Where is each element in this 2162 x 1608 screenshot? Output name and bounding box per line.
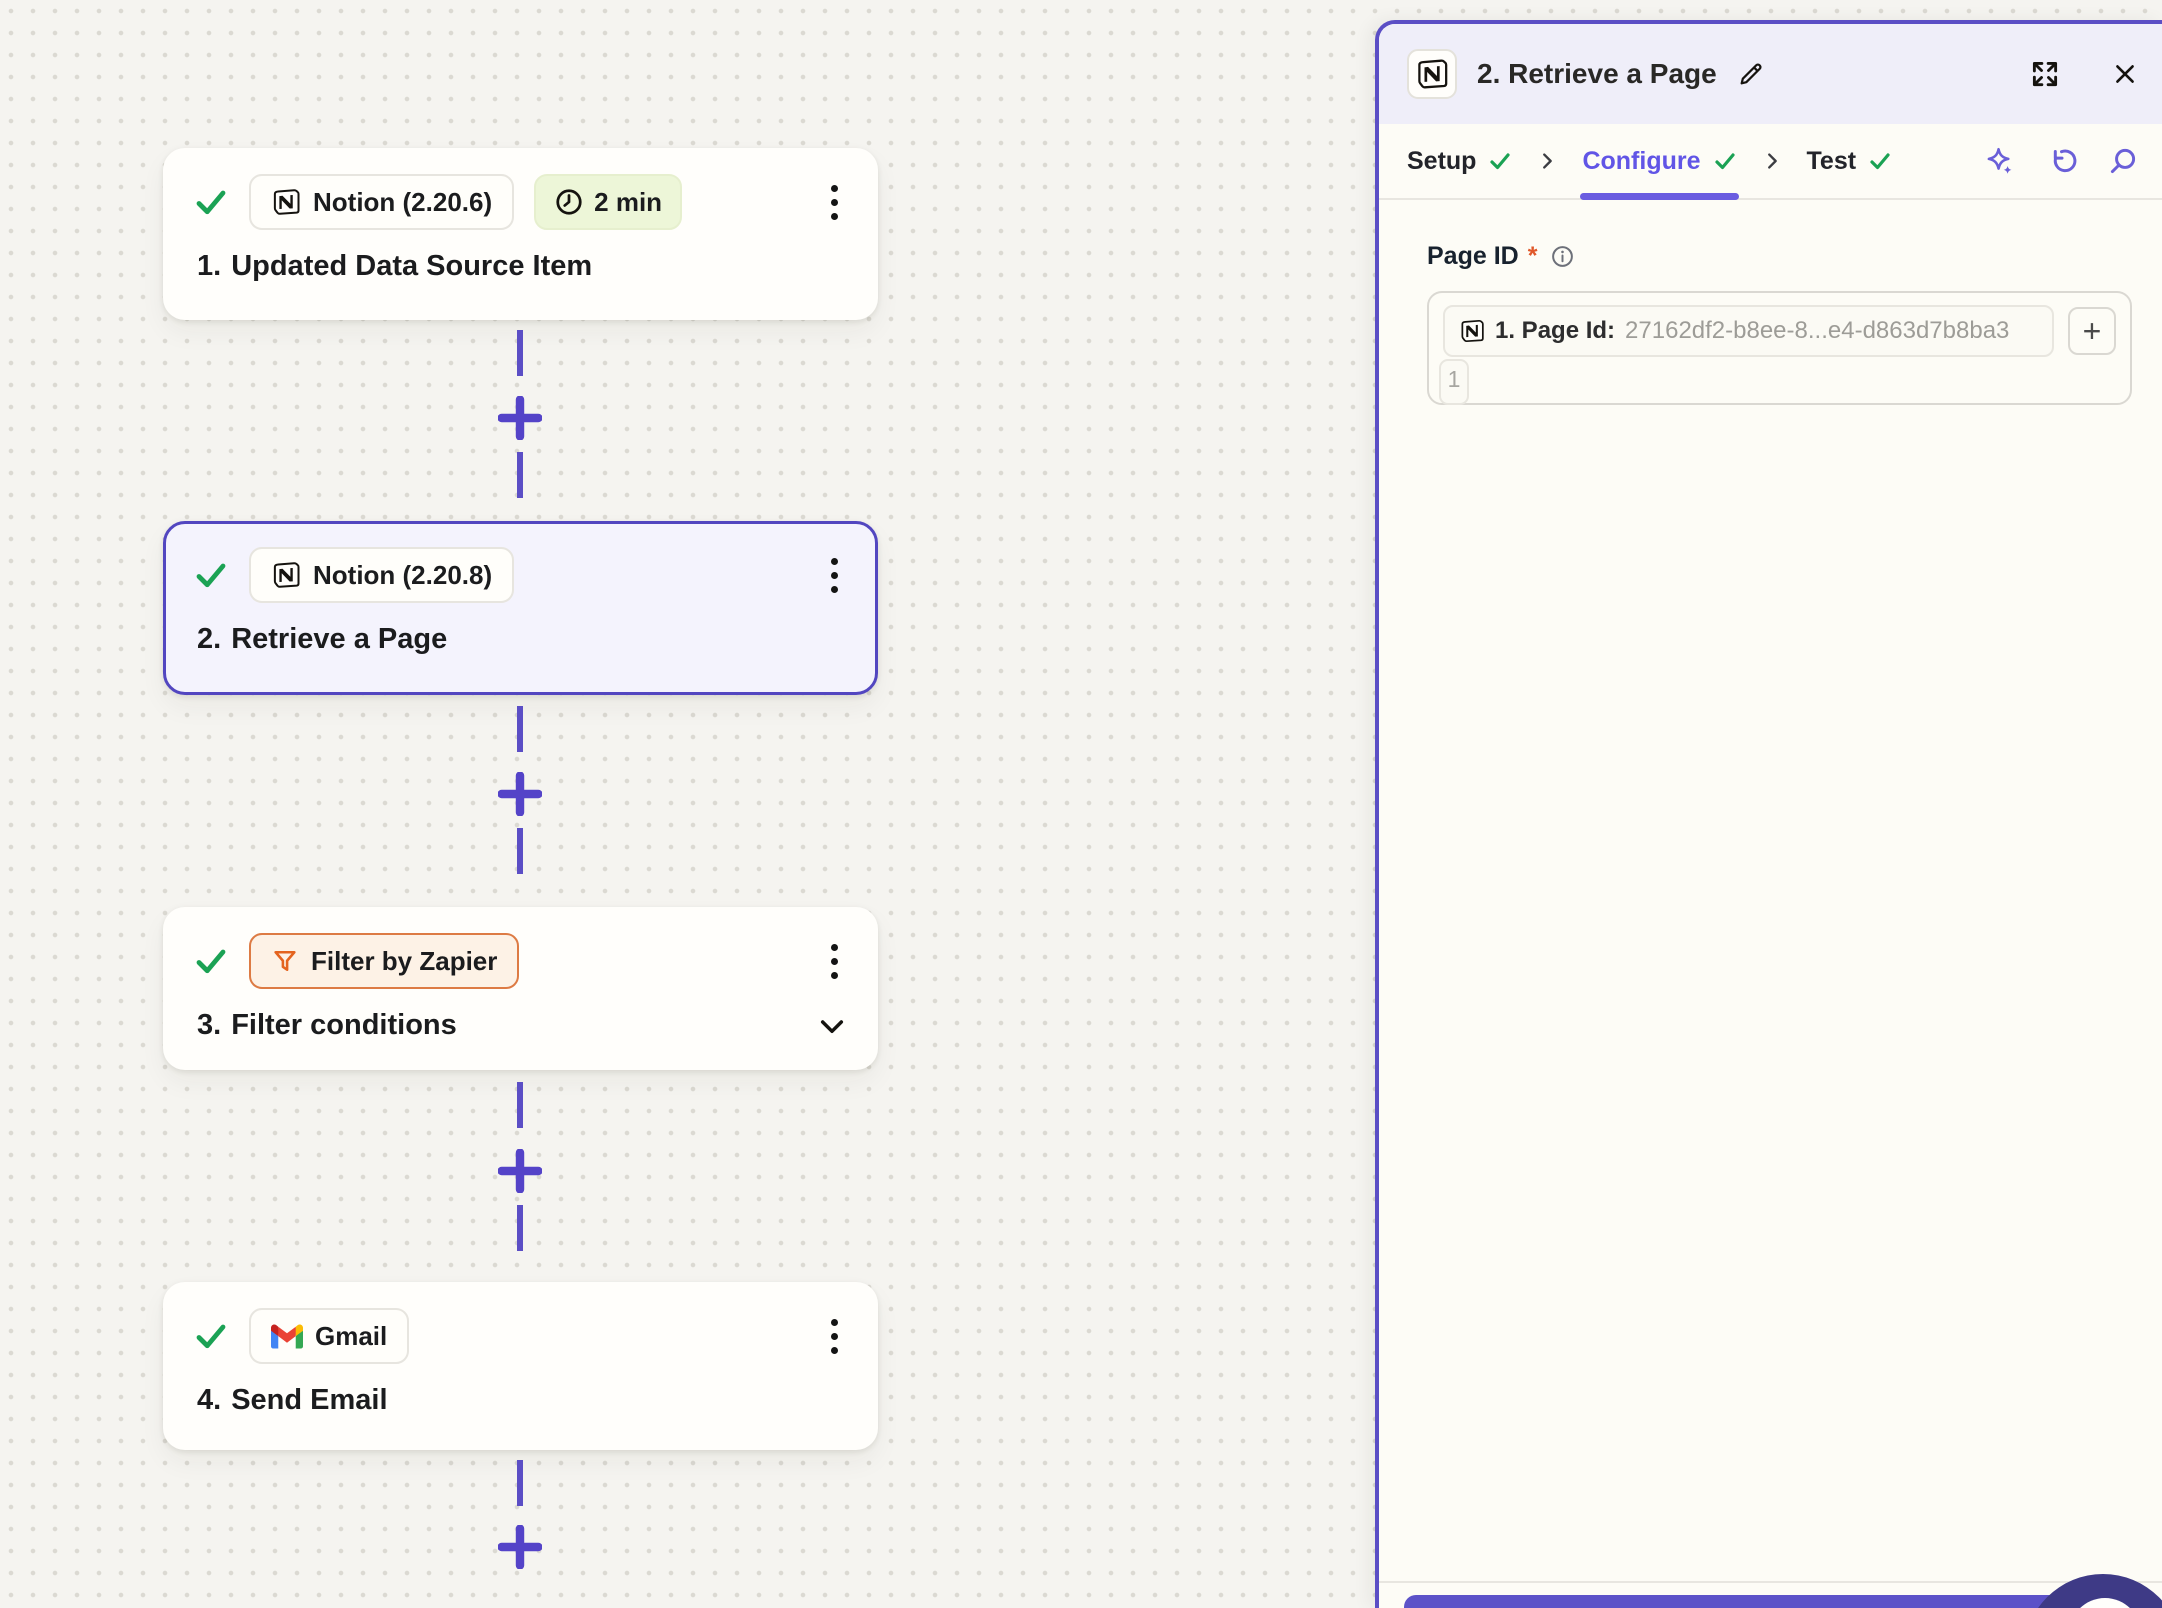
app-pill-notion[interactable]: Notion (2.20.6) [249, 174, 515, 230]
tab-label: Setup [1407, 146, 1477, 175]
expand-icon[interactable] [2030, 59, 2060, 89]
step-title: Updated Data Source Item [231, 250, 593, 282]
step-card-1[interactable]: Notion (2.20.6) 2 min 1. Updated Data So… [163, 148, 878, 320]
step-number: 4. [197, 1384, 222, 1416]
refresh-icon[interactable] [2046, 146, 2077, 177]
check-icon [193, 557, 229, 593]
step-title: Filter conditions [231, 1009, 457, 1041]
app-pill-filter[interactable]: Filter by Zapier [249, 933, 520, 989]
app-pill-label: Notion (2.20.6) [313, 186, 493, 217]
mapped-field-token[interactable]: 1. Page Id: 27162df2-b8ee-8...e4-d863d7b… [1443, 305, 2054, 357]
step-title: Retrieve a Page [231, 623, 448, 655]
tab-test[interactable]: Test [1807, 124, 1893, 198]
panel-body: Page ID * 1. Page Id: 27162df2-b8ee-8...… [1379, 200, 2162, 405]
tab-label: Configure [1582, 146, 1701, 175]
notion-icon [273, 189, 300, 215]
chevron-down-icon[interactable] [816, 1010, 848, 1042]
gmail-icon [271, 1324, 303, 1349]
check-icon [1714, 153, 1735, 170]
tab-setup[interactable]: Setup [1407, 124, 1512, 198]
check-icon [1870, 153, 1890, 170]
clock-icon [556, 189, 582, 215]
connector-line [517, 452, 523, 516]
kebab-menu-icon[interactable] [821, 552, 848, 599]
add-step-button[interactable] [498, 1149, 542, 1193]
close-icon[interactable] [2112, 61, 2138, 87]
field-label: Page ID [1427, 242, 1519, 270]
panel-header: 2. Retrieve a Page [1379, 24, 2162, 124]
kebab-menu-icon[interactable] [821, 179, 848, 226]
notion-icon [1418, 59, 1448, 89]
token-label: 1. Page Id: [1495, 317, 1616, 344]
check-icon [1490, 153, 1511, 170]
chevron-right-icon [1767, 153, 1777, 169]
connector-line [517, 706, 523, 768]
info-icon[interactable] [1550, 244, 1575, 269]
duration-label: 2 min [594, 186, 663, 217]
token-value: 27162df2-b8ee-8...e4-d863d7b8ba3 [1625, 317, 2010, 344]
app-pill-label: Gmail [315, 1320, 388, 1351]
connector-line [517, 330, 523, 392]
help-chat-widget[interactable] [2024, 1574, 2162, 1608]
ai-sparkle-icon[interactable] [1985, 146, 2016, 177]
notion-icon [273, 562, 300, 588]
step-number: 3. [197, 1009, 222, 1041]
page-id-input[interactable]: 1. Page Id: 27162df2-b8ee-8...e4-d863d7b… [1427, 291, 2132, 405]
kebab-menu-icon[interactable] [821, 1313, 848, 1360]
panel-tabbar: Setup Configure Test [1379, 124, 2162, 200]
step-number: 1. [197, 250, 222, 282]
footer-button-edge[interactable] [1404, 1595, 2146, 1608]
panel-title: 2. Retrieve a Page [1477, 58, 1717, 89]
filter-funnel-icon [274, 950, 296, 972]
check-icon [193, 184, 229, 220]
notion-icon [1461, 319, 1484, 343]
required-marker: * [1527, 242, 1538, 270]
kebab-menu-icon[interactable] [821, 938, 848, 985]
footer-divider [1379, 1581, 2162, 1583]
step-card-3[interactable]: Filter by Zapier 3. Filter conditions [163, 907, 878, 1070]
connector-line [517, 1082, 523, 1144]
add-step-button[interactable] [498, 396, 542, 440]
line-number: 1 [1439, 359, 1469, 405]
add-step-button[interactable] [498, 1525, 542, 1569]
app-pill-gmail[interactable]: Gmail [249, 1308, 410, 1364]
edit-pencil-icon[interactable] [1737, 60, 1765, 88]
step-detail-panel: 2. Retrieve a Page Setup Configure Test … [1375, 20, 2162, 1608]
app-pill-notion[interactable]: Notion (2.20.8) [249, 547, 515, 603]
add-step-button[interactable] [498, 772, 542, 816]
connector-line [517, 1460, 523, 1522]
help-chat-widget-inner [2069, 1598, 2141, 1608]
connector-line [517, 828, 523, 892]
search-icon[interactable] [2107, 146, 2138, 177]
panel-app-box [1407, 49, 1457, 99]
app-pill-label: Notion (2.20.8) [313, 559, 493, 590]
app-pill-label: Filter by Zapier [311, 945, 498, 976]
duration-badge: 2 min [534, 174, 683, 230]
tab-label: Test [1806, 146, 1857, 175]
check-icon [193, 1318, 229, 1354]
step-title: Send Email [231, 1384, 388, 1416]
step-number: 2. [197, 623, 222, 655]
check-icon [193, 943, 229, 979]
tab-configure[interactable]: Configure [1580, 124, 1739, 200]
step-card-2[interactable]: Notion (2.20.8) 2. Retrieve a Page [163, 521, 878, 695]
connector-line [517, 1205, 523, 1269]
insert-data-button[interactable]: + [2068, 307, 2116, 355]
chevron-right-icon [1543, 153, 1553, 169]
step-card-4[interactable]: Gmail 4. Send Email [163, 1282, 878, 1450]
